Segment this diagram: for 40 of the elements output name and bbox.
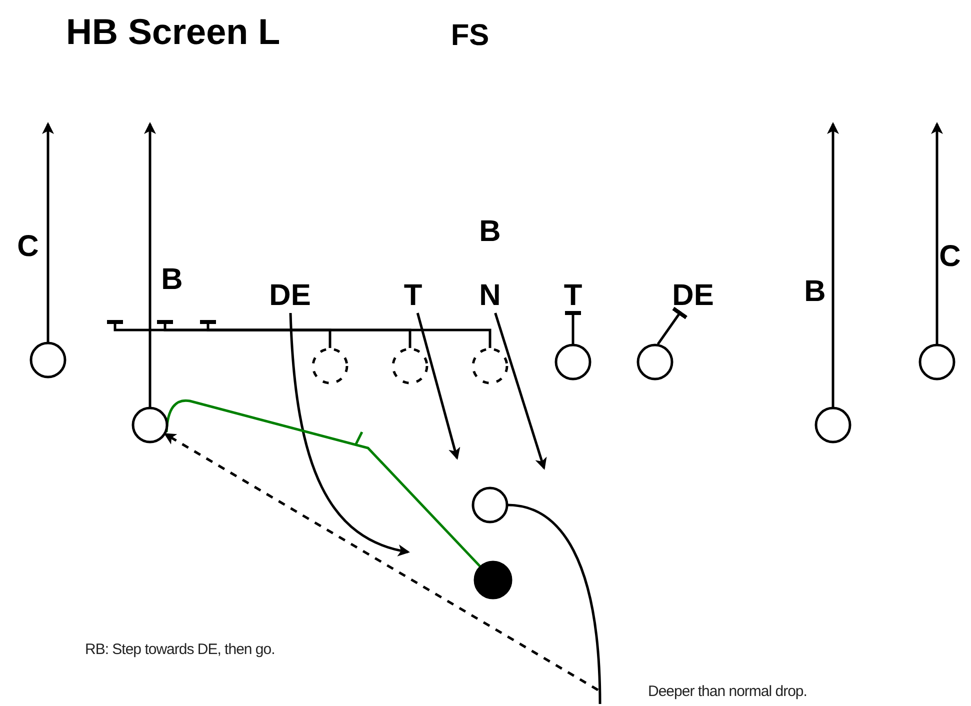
position-label: C	[17, 232, 39, 262]
defender-label: T	[404, 281, 422, 311]
block-line	[565, 311, 581, 344]
position-label: C	[939, 242, 961, 272]
dashed-player-circle	[391, 347, 429, 385]
defender-label: N	[479, 281, 501, 311]
route-arrow	[416, 312, 460, 460]
route-arrow	[931, 122, 943, 344]
title: HB Screen L	[66, 14, 280, 50]
route-line	[508, 504, 602, 704]
note: Deeper than normal drop.	[648, 684, 807, 699]
defender-label: DE	[269, 281, 311, 311]
player-circle	[918, 343, 956, 381]
route-arrow	[494, 312, 547, 470]
block-line	[200, 320, 492, 348]
defender-label: DE	[672, 281, 714, 311]
ball-carrier-dot	[473, 560, 513, 600]
note: RB: Step towards DE, then go.	[85, 642, 275, 657]
player-circle	[29, 341, 67, 379]
player-circle	[814, 406, 852, 444]
dashed-player-circle	[471, 347, 509, 385]
dashed-player-circle	[311, 347, 349, 385]
defender-label: T	[564, 281, 582, 311]
block-line	[107, 320, 332, 348]
route-arrow	[144, 122, 156, 407]
block-line	[656, 306, 688, 345]
route-arrow	[42, 122, 54, 342]
position-label: B	[804, 277, 826, 307]
player-circle	[554, 343, 592, 381]
position-label: B	[161, 265, 183, 295]
player-circle	[636, 343, 674, 381]
block-line	[157, 320, 412, 348]
route-arrow	[164, 433, 599, 692]
route-arrow	[827, 122, 839, 407]
route-line	[165, 399, 482, 568]
position-label: B	[479, 217, 501, 247]
player-circle	[471, 486, 509, 524]
route-arrow	[289, 312, 410, 556]
position-label: FS	[450, 21, 490, 51]
player-circle	[131, 406, 169, 444]
